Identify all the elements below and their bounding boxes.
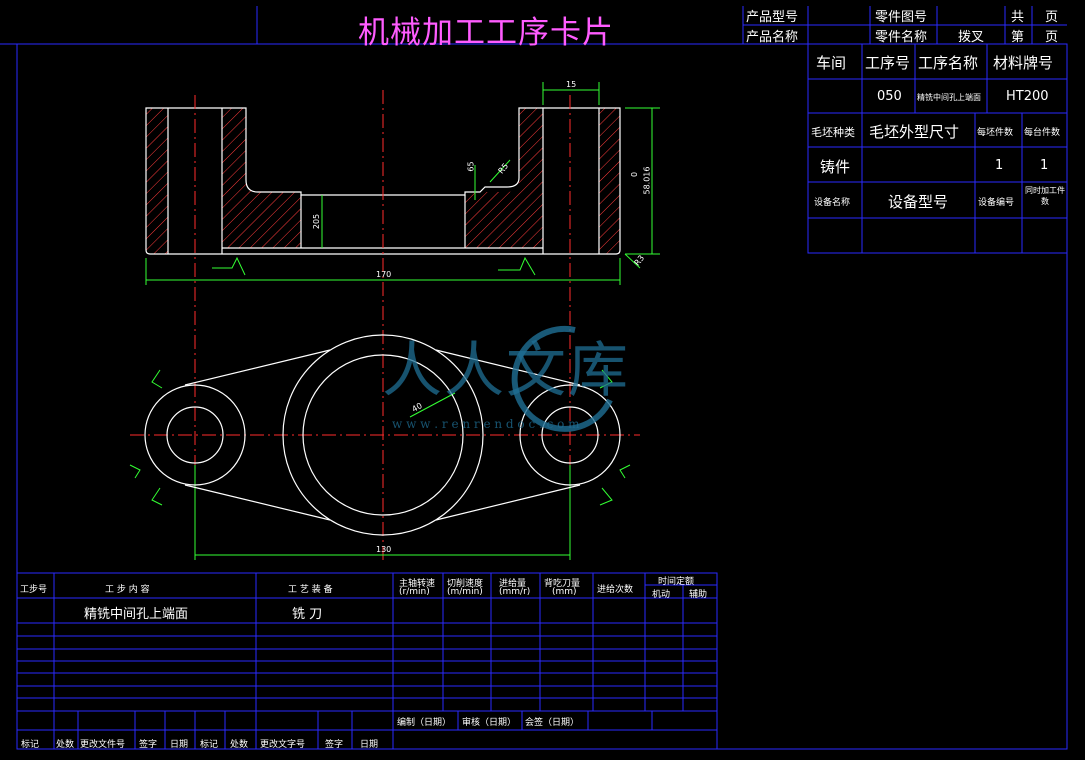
product-model-label: 产品型号 xyxy=(746,10,799,25)
page-title: 机械加工工序卡片 xyxy=(358,15,614,51)
part-name-label: 零件名称 xyxy=(875,30,928,45)
review-label: 审核（日期） xyxy=(462,718,517,728)
page-no-label: 第 xyxy=(1011,30,1025,45)
dim-205: 205 xyxy=(312,213,322,230)
col-spindle-speed: 主轴转速 xyxy=(399,579,436,589)
parts-per-blank-label: 每坯件数 xyxy=(977,128,1014,138)
process-name-value: 精铣中间孔上端面 xyxy=(917,93,981,102)
footer-sign-2: 签字 xyxy=(325,740,344,750)
dim-130: 130 xyxy=(376,545,392,554)
concurrent-parts-label: 同时加工件数 xyxy=(1025,186,1065,206)
col-process-equipment: 工 艺 装 备 xyxy=(288,585,333,595)
dim-65: 65 xyxy=(466,161,476,172)
step-1-equipment: 铣 刀 xyxy=(292,607,323,622)
footer-change-doc-2: 更改文字号 xyxy=(260,740,306,750)
process-no-value: 050 xyxy=(877,89,902,104)
footer-count-2: 处数 xyxy=(230,740,249,750)
col-cutting-speed: 切削速度 xyxy=(447,579,484,589)
col-depth: 背吃刀量 xyxy=(544,579,581,589)
dim-58016: 58.016 xyxy=(642,166,652,195)
page-no-unit: 页 xyxy=(1045,30,1059,45)
blank-type-label: 毛坯种类 xyxy=(811,126,855,139)
dim-170: 170 xyxy=(376,270,392,279)
steps-table-grid xyxy=(16,572,718,750)
dim-15: 15 xyxy=(566,80,577,89)
product-name-label: 产品名称 xyxy=(746,30,799,45)
footer-date-2: 日期 xyxy=(360,740,379,750)
material-label: 材料牌号 xyxy=(993,54,1054,72)
footer-date: 日期 xyxy=(170,740,189,750)
col-step-content: 工 步 内 容 xyxy=(105,585,150,595)
col-machine-time: 机动 xyxy=(652,590,671,600)
col-passes: 进给次数 xyxy=(597,585,634,595)
compile-label: 编制（日期） xyxy=(397,718,452,728)
right-table-grid xyxy=(807,43,1068,254)
col-step-no: 工步号 xyxy=(20,585,48,595)
process-no-label: 工序号 xyxy=(865,54,911,72)
dim-zero: 0 xyxy=(630,171,640,178)
material-value: HT200 xyxy=(1006,89,1049,104)
section-view xyxy=(129,82,660,560)
parts-per-blank-value: 1 xyxy=(995,158,1004,173)
equipment-model-label: 设备型号 xyxy=(888,193,949,211)
footer-count: 处数 xyxy=(56,740,75,750)
watermark-mark xyxy=(511,325,613,432)
footer-sign: 签字 xyxy=(139,740,158,750)
footer-change-doc: 更改文件号 xyxy=(80,740,126,750)
col-spindle-speed-unit: (r/min) xyxy=(399,587,430,597)
parts-per-unit-value: 1 xyxy=(1040,158,1049,173)
blank-type-value: 铸件 xyxy=(820,158,851,176)
col-feed: 进给量 xyxy=(499,579,527,589)
top-view xyxy=(144,334,621,536)
footer-mark: 标记 xyxy=(21,740,40,750)
col-depth-unit: (mm) xyxy=(552,587,577,597)
col-cutting-speed-unit: (m/min) xyxy=(447,587,483,597)
step-1-content: 精铣中间孔上端面 xyxy=(84,607,189,622)
process-name-label: 工序名称 xyxy=(918,54,979,72)
col-feed-unit: (mm/r) xyxy=(499,587,531,597)
equipment-no-label: 设备编号 xyxy=(978,198,1015,208)
part-name-value: 拨叉 xyxy=(958,30,985,45)
parts-per-unit-label: 每台件数 xyxy=(1024,128,1061,138)
countersign-label: 会签（日期） xyxy=(525,718,580,728)
watermark-url: w w w . r e n r e n d o c . c o m xyxy=(392,417,580,431)
footer-mark-2: 标记 xyxy=(200,740,219,750)
col-aux-time: 辅助 xyxy=(689,590,708,600)
part-drawing-no-label: 零件图号 xyxy=(875,10,928,25)
total-pages-unit: 页 xyxy=(1045,10,1059,25)
equipment-name-label: 设备名称 xyxy=(814,198,851,208)
blank-size-label: 毛坯外型尺寸 xyxy=(869,123,960,141)
total-pages-label: 共 xyxy=(1011,10,1025,25)
workshop-label: 车间 xyxy=(816,54,847,72)
watermark-logo: 人人文库 xyxy=(382,336,630,406)
col-time-quota: 时间定额 xyxy=(658,577,695,587)
